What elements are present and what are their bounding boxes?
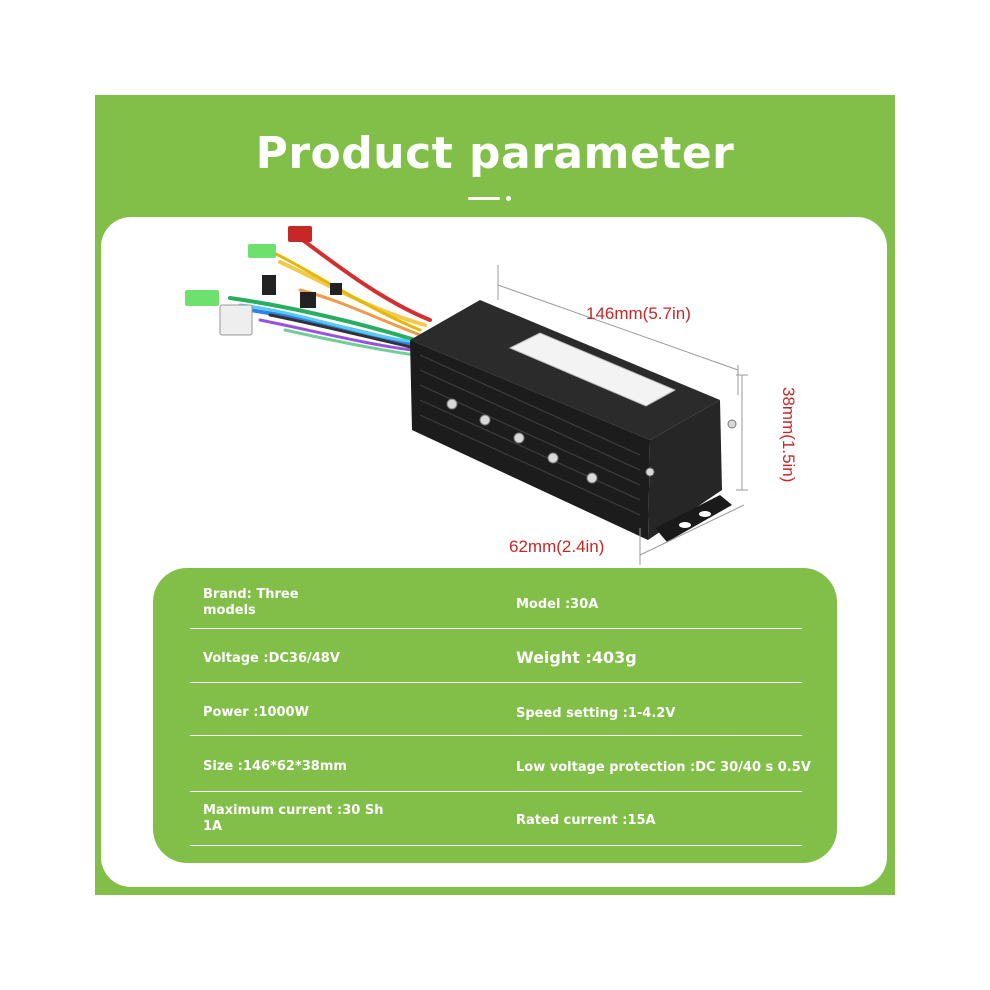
width-dimension-label: 62mm(2.4in) — [509, 537, 605, 556]
page-title: Product parameter — [255, 128, 735, 179]
title-underline-dot — [506, 196, 511, 201]
spec-table — [153, 568, 837, 863]
spec-rated-current: Rated current :15A — [516, 813, 656, 828]
spec-weight: Weight :403g — [516, 648, 637, 667]
table-row-divider — [190, 791, 802, 792]
table-row-divider — [190, 628, 802, 629]
spec-low-voltage-protection: Low voltage protection :DC 30/40 s 0.5V — [516, 760, 811, 775]
spec-brand-line2: models — [203, 603, 256, 618]
spec-model: Model :30A — [516, 597, 599, 612]
spec-speed-setting: Speed setting :1-4.2V — [516, 706, 676, 721]
spec-size: Size :146*62*38mm — [203, 759, 347, 774]
title-underline — [468, 197, 500, 200]
table-row-divider — [190, 682, 802, 683]
spec-brand-line1: Brand: Three — [203, 587, 299, 602]
spec-power: Power :1000W — [203, 705, 309, 720]
spec-max-current-line2: 1A — [203, 819, 223, 834]
spec-voltage: Voltage :DC36/48V — [203, 651, 340, 666]
spec-max-current-line1: Maximum current :30 Sh — [203, 803, 384, 818]
length-dimension-label: 146mm(5.7in) — [586, 304, 691, 323]
table-row-divider — [190, 845, 802, 846]
height-dimension-label: 38mm(1.5in) — [779, 387, 798, 483]
table-row-divider — [190, 735, 802, 736]
